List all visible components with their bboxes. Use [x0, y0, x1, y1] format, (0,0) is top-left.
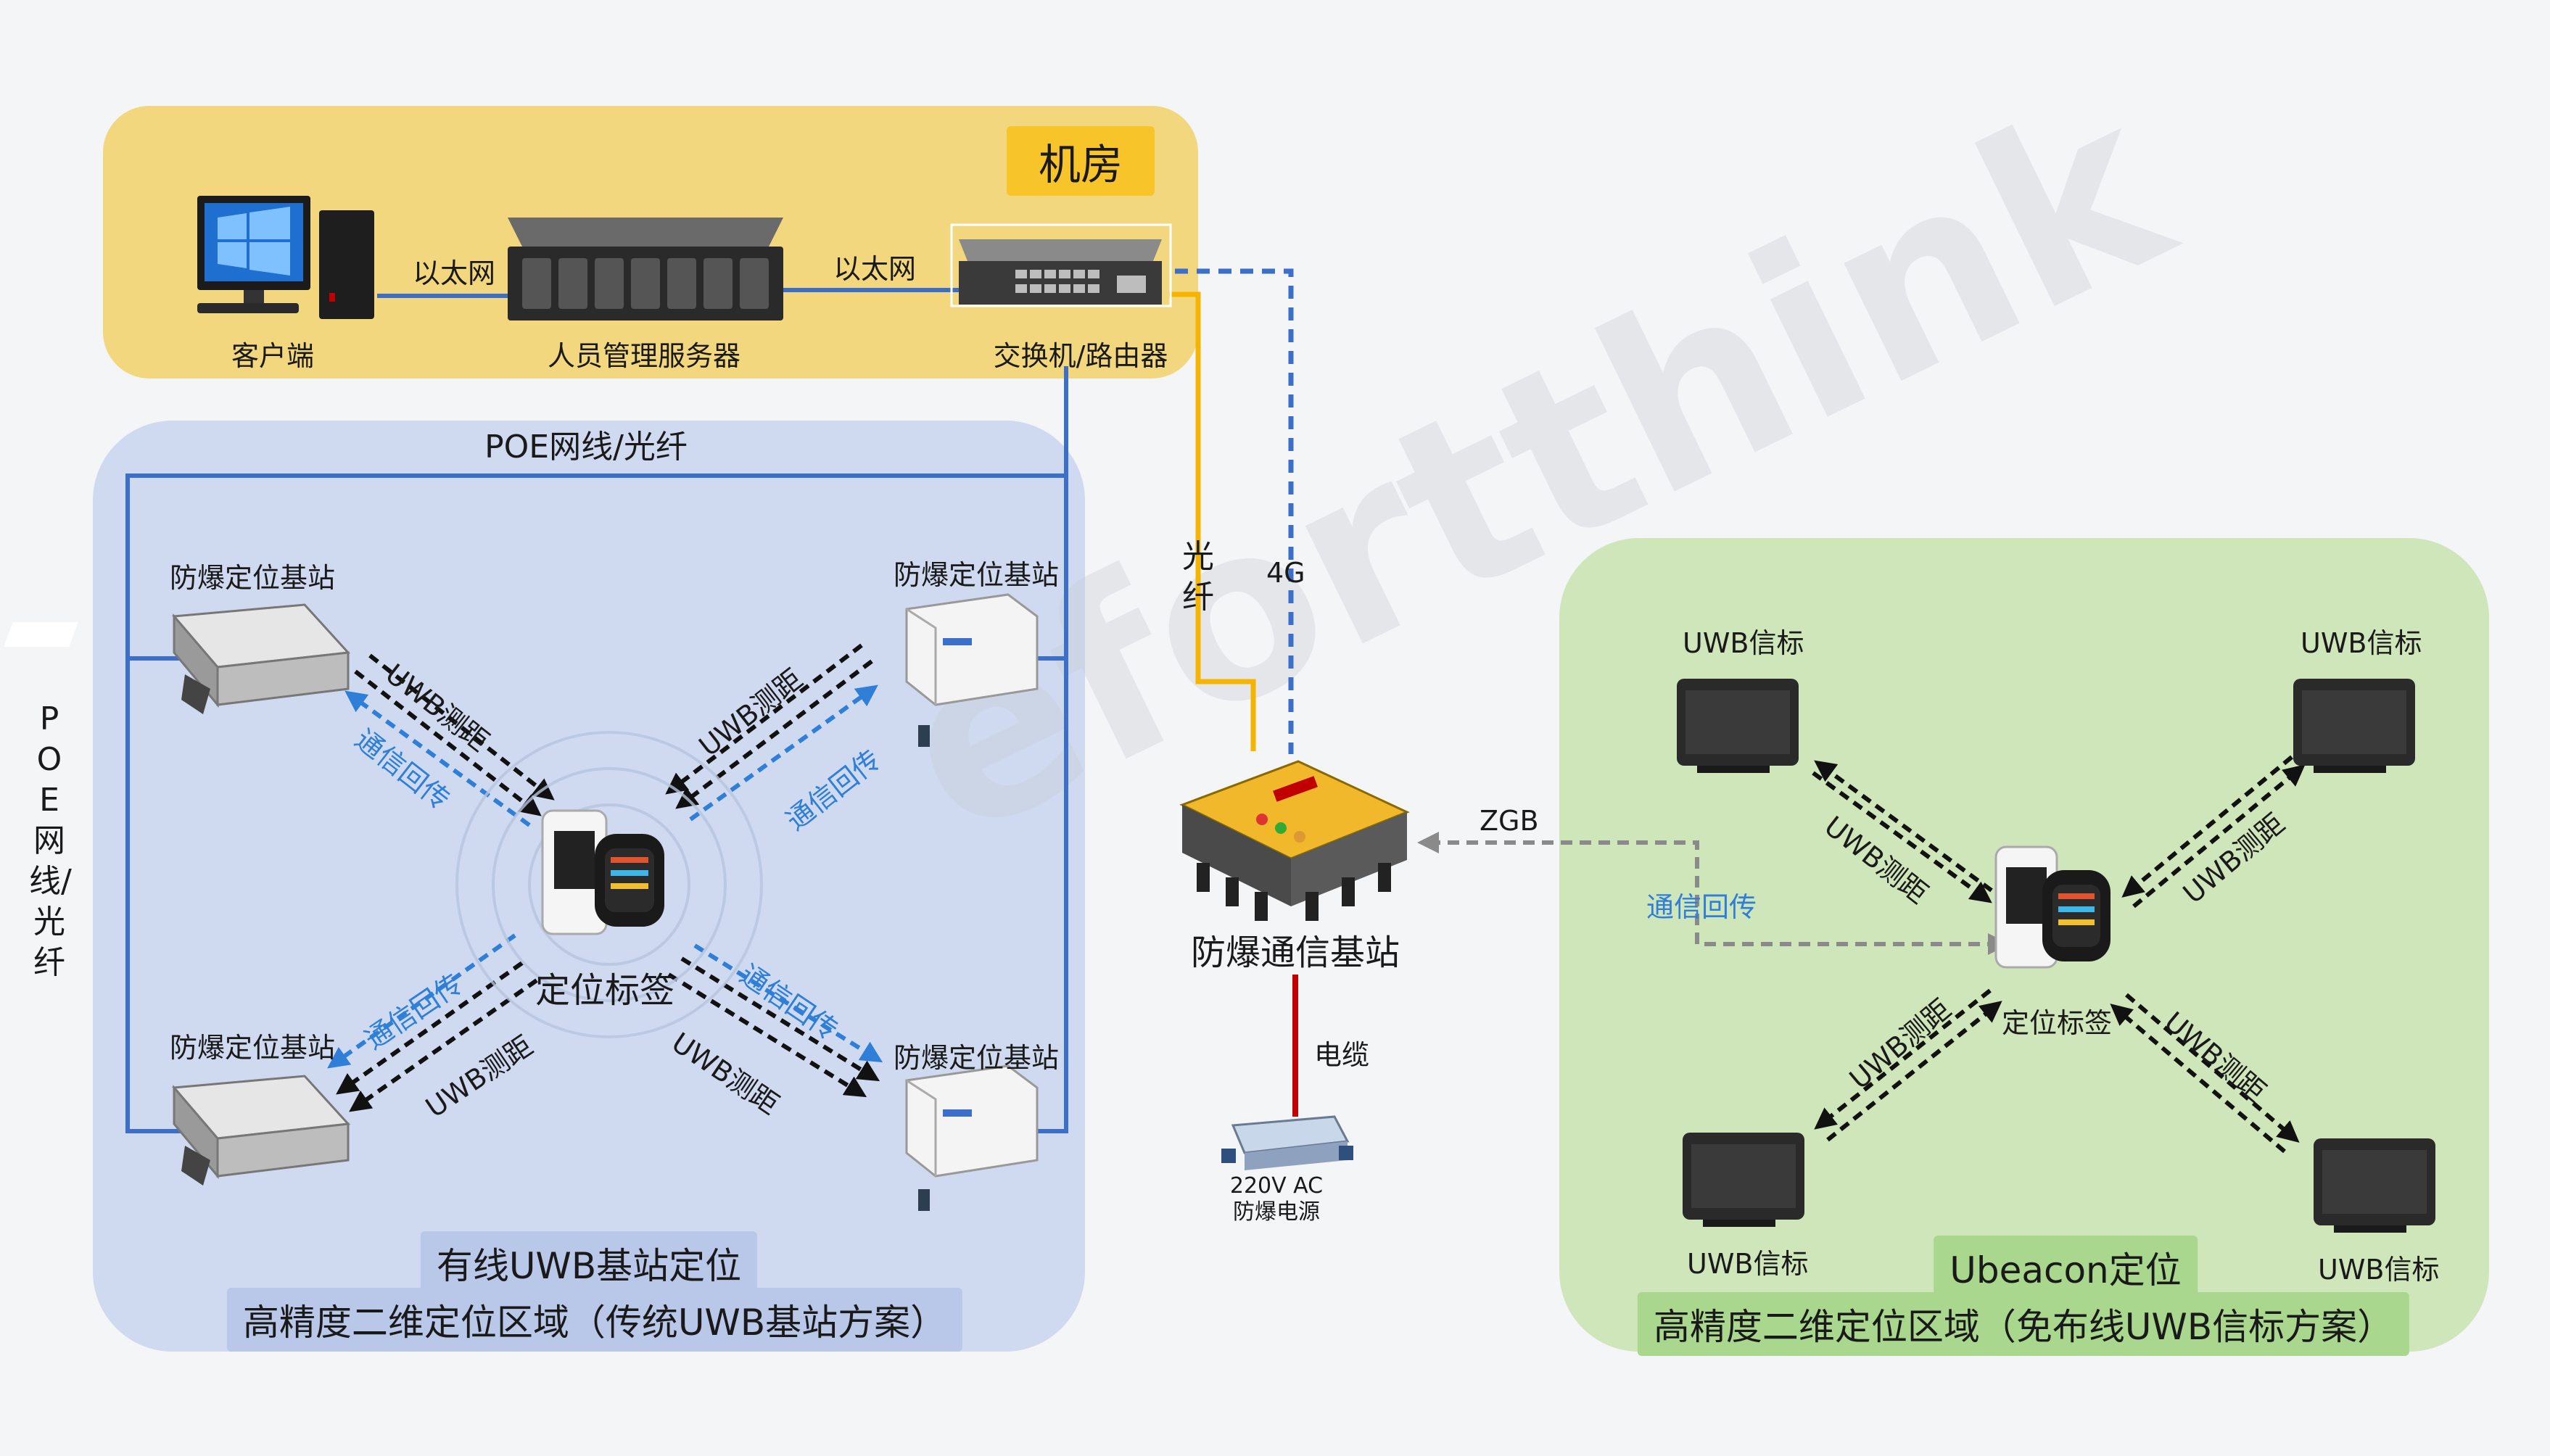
wireless-uwb-arrows	[1812, 755, 2306, 1154]
signal-rings	[455, 731, 763, 1038]
beacon-label-tr: UWB信标	[2301, 627, 2422, 659]
anchor-box-icon	[905, 1064, 1039, 1211]
comm-station-label: 防爆通信基站	[1190, 932, 1400, 973]
beacon-label-bl: UWB信标	[1687, 1248, 1809, 1280]
switch-label: 交换机/路由器	[993, 340, 1168, 372]
wireless-zone-footer: 高精度二维定位区域（免布线UWB信标方案）	[1637, 1292, 2410, 1356]
wireless-zone-badge: Ubeacon定位	[1934, 1236, 2198, 1299]
anchor-box-icon	[905, 593, 1039, 747]
wired-uwb-arrows	[336, 643, 880, 1112]
anchor-label-bl: 防爆定位基站	[170, 1032, 336, 1064]
server-label: 人员管理服务器	[547, 340, 741, 372]
uwb-beacon-icon	[1683, 1133, 1804, 1227]
beacon-label-tl: UWB信标	[1683, 627, 1804, 659]
positioning-tag-icon	[1994, 845, 2110, 969]
4g-label: 4G	[1266, 557, 1305, 589]
anchor-label-tl: 防爆定位基站	[170, 562, 336, 594]
ethernet-label-1: 以太网	[412, 257, 496, 289]
uwb-beacon-icon	[2314, 1138, 2435, 1233]
server-icon	[508, 218, 783, 320]
anchor-label-br: 防爆定位基站	[894, 1042, 1060, 1074]
zgb-comm-label: 通信回传	[1646, 891, 1757, 923]
wired-zone-badge: 有线UWB基站定位	[420, 1231, 758, 1295]
uwb-beacon-icon	[1677, 679, 1799, 773]
wired-zone-footer: 高精度二维定位区域（传统UWB基站方案）	[226, 1288, 963, 1352]
zgb-label: ZGB	[1480, 805, 1539, 837]
poe-label: POE网线/光纤	[484, 429, 688, 466]
positioning-tag-icon	[541, 809, 664, 935]
explosion-proof-anchor-icon	[171, 1075, 351, 1186]
zgb-link	[1417, 832, 1999, 946]
wired-tag-label: 定位标签	[535, 970, 675, 1011]
cable-label: 电缆	[1314, 1039, 1370, 1071]
fiber-line	[1169, 291, 1256, 751]
explosion-proof-anchor-icon	[4, 603, 351, 714]
client-label: 客户端	[231, 340, 315, 372]
ethernet-label-2: 以太网	[833, 253, 917, 285]
uwb-beacon-icon	[2293, 679, 2415, 773]
client-computer-icon	[197, 196, 374, 319]
beacon-label-br: UWB信标	[2318, 1254, 2440, 1286]
wired-comm-arrows	[327, 684, 883, 1069]
fiber-vertical-label: 光纤	[1182, 538, 1214, 616]
wireless-tag-label: 定位标签	[2002, 1007, 2113, 1039]
explosion-proof-power-icon	[1221, 1115, 1353, 1170]
comm-base-station-icon	[1179, 760, 1410, 921]
anchor-label-tr: 防爆定位基站	[894, 559, 1060, 591]
4g-link	[1175, 268, 1294, 754]
switch-router-icon	[950, 223, 1172, 307]
machine-room-title: 机房	[1006, 126, 1155, 196]
